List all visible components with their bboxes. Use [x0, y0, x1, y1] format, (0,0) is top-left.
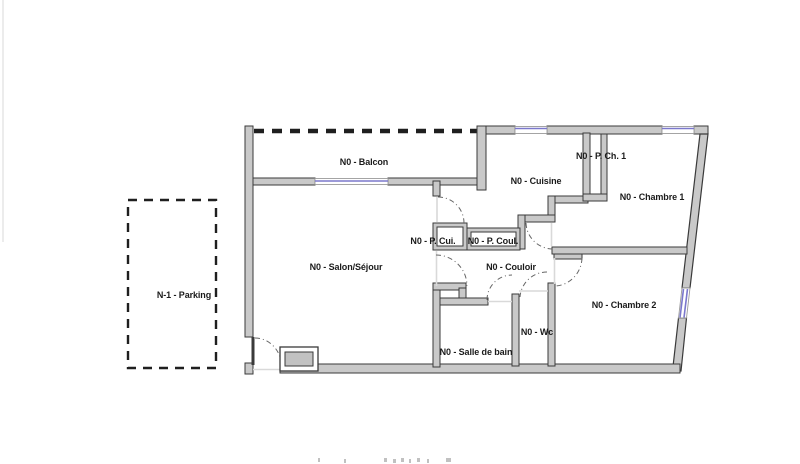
closet-ch1-right-wall [600, 133, 608, 201]
salon-cabinet-inner [284, 351, 314, 367]
top-wall-b [546, 125, 663, 135]
wc-left-wall [511, 293, 520, 367]
right-wall-upper [681, 133, 709, 289]
door-arc-salon-french-door [254, 337, 283, 369]
salon-kitchen-stub [432, 180, 441, 197]
door-arc-wc [519, 271, 548, 298]
room-label-placard-cui: N0 - P. Cui. [410, 236, 456, 246]
closet-couloir-inner [470, 231, 517, 247]
door-arc-bedroom1 [525, 222, 554, 250]
top-wall-corner [693, 125, 709, 135]
balcony-bottom-wall-left [252, 177, 316, 186]
salon-french-door-leaf [251, 337, 255, 365]
closets [432, 222, 521, 251]
door-arcs [254, 196, 583, 369]
bedroom2-door-leaf [553, 253, 583, 260]
right-wall-lower [671, 317, 688, 372]
bottom-wall [279, 363, 681, 374]
bedroom1-window [661, 126, 695, 134]
room-label-chambre-1: N0 - Chambre 1 [619, 192, 685, 202]
door-arc-bedroom2 [553, 257, 583, 287]
room-label-cuisine: N0 - Cuisine [510, 176, 562, 186]
salon-cabinet [279, 346, 319, 372]
room-label-chambre-2: N0 - Chambre 2 [591, 300, 657, 310]
corridor-bottom-wall [432, 282, 467, 291]
closet-ch1-cap [582, 193, 608, 202]
kitchen-window [514, 126, 548, 134]
closet-ch1-left-wall [582, 132, 591, 202]
room-label-placard-ch1: N0 - P. Ch. 1 [575, 151, 627, 161]
room-label-placard-coul: N0 - P. Coul. [467, 236, 519, 246]
left-wall-bottom-stub [244, 362, 254, 375]
door-arc-bathroom [486, 274, 513, 301]
windows [314, 126, 695, 319]
room-label-couloir: N0 - Couloir [486, 262, 536, 272]
room-label-salon-sejour: N0 - Salon/Séjour [309, 262, 383, 272]
left-wall [244, 125, 254, 338]
door-arc-kitchen [437, 196, 465, 224]
room-label-salle-de-bain: N0 - Salle de bain [439, 347, 513, 357]
room-label-balcon: N0 - Balcon [339, 157, 389, 167]
top-wall-a [485, 125, 516, 135]
room-label-wc: N0 - Wc [520, 327, 554, 337]
balcony-kitchen-wall [476, 125, 487, 191]
parking-dashed-outline [126, 198, 218, 370]
interior-walls [432, 132, 688, 368]
bedroom-divider-wall [551, 246, 688, 255]
closet-cuisine-inner [436, 226, 464, 247]
room-label-parking: N-1 - Parking [156, 290, 212, 300]
cutoff-text-marks [318, 458, 451, 463]
thresholds [253, 197, 556, 371]
door-arc-salon-corridor [435, 254, 468, 287]
bedroom2-window-glass-2 [683, 288, 689, 318]
bedroom2-window-glass-1 [679, 288, 685, 318]
wc-right-wall [547, 282, 556, 367]
bathroom-top-wall [439, 297, 489, 306]
